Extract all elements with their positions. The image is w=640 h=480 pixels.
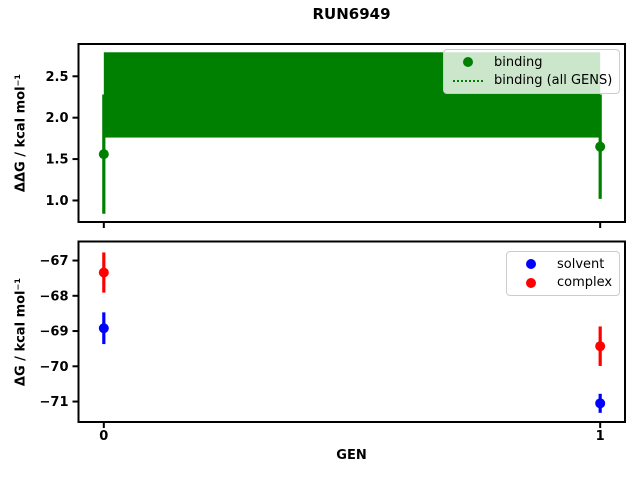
legend-handle	[453, 57, 483, 68]
y-tick-label: 2.0	[45, 111, 68, 126]
top-y-axis-label: ΔΔG / kcal mol⁻¹	[13, 73, 29, 193]
legend-item-complex: complex	[516, 274, 613, 293]
legend-label-complex: complex	[557, 275, 613, 291]
x-tick-label: 1	[596, 429, 605, 444]
legend-label-solvent: solvent	[557, 256, 605, 272]
solvent-point-gen1	[595, 398, 606, 409]
figure-title: RUN6949	[312, 5, 391, 23]
top-legend: binding binding (all GENS)	[443, 49, 620, 94]
binding-all-gens-dotted-line-icon	[453, 79, 483, 82]
complex-marker-icon	[526, 277, 536, 288]
y-tick-label: 1.5	[45, 153, 68, 168]
legend-item-binding: binding	[453, 53, 610, 72]
y-tick-label: −67	[40, 254, 69, 269]
y-tick-label: −68	[40, 289, 69, 304]
legend-item-binding-all-gens: binding (all GENS)	[453, 72, 613, 91]
legend-handle	[516, 259, 546, 270]
y-tick-label: 2.5	[45, 70, 68, 85]
solvent-point-gen0	[98, 323, 109, 334]
y-tick-label: −69	[40, 325, 69, 340]
y-tick-label: −70	[40, 360, 69, 375]
y-tick-label: −71	[40, 395, 69, 410]
y-tick-label: 1.0	[45, 194, 68, 209]
legend-item-solvent: solvent	[516, 255, 610, 274]
x-tick-label: 0	[99, 429, 108, 444]
legend-handle	[453, 79, 483, 82]
bottom-y-axis-label: ΔG / kcal mol⁻¹	[13, 277, 29, 387]
binding-marker-icon	[463, 57, 473, 68]
legend-handle	[516, 277, 546, 288]
legend-label-binding: binding	[494, 54, 543, 70]
x-axis-label: GEN	[336, 448, 367, 463]
bottom-legend: solvent complex	[506, 251, 620, 296]
complex-point-gen0	[98, 267, 109, 278]
solvent-marker-icon	[526, 259, 536, 270]
legend-label-binding-all-gens: binding (all GENS)	[494, 73, 613, 89]
binding-point-gen0	[98, 149, 109, 160]
complex-point-gen1	[595, 341, 606, 352]
binding-point-gen1	[595, 141, 606, 152]
axes-frame	[77, 43, 626, 223]
